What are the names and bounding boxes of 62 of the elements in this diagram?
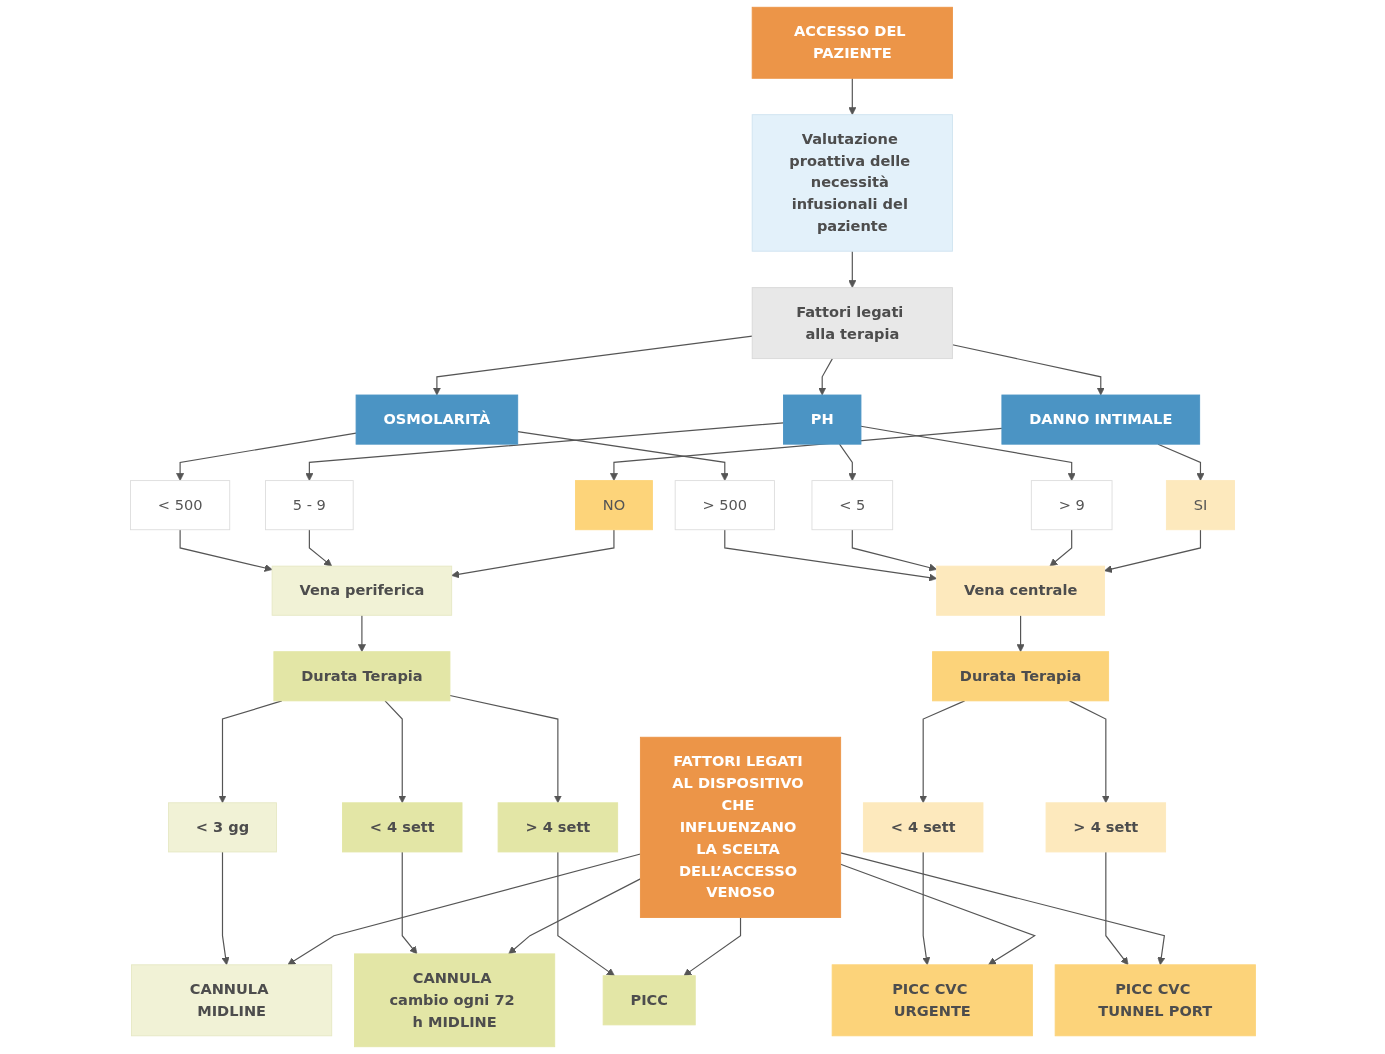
arrow — [179, 529, 273, 572]
node-box: Durata Terapia — [931, 651, 1109, 702]
arrow — [1104, 851, 1129, 966]
arrow — [847, 77, 856, 116]
node-box: < 3 gg — [167, 802, 277, 853]
arrow — [432, 335, 753, 396]
arrow — [304, 422, 784, 481]
node-box: 5 - 9 — [264, 480, 354, 531]
node-box: Fattori legati alla terapia — [751, 287, 953, 360]
arrow — [839, 852, 1165, 966]
node-box: SI — [1165, 480, 1235, 531]
arrow — [817, 358, 833, 396]
arrow — [1049, 529, 1072, 567]
node-box: < 5 — [811, 480, 893, 531]
node-box: OSMOLARITÀ — [355, 394, 518, 445]
node-box: Vena periferica — [271, 565, 452, 616]
arrow — [851, 529, 937, 572]
arrow — [175, 432, 357, 481]
arrow — [218, 700, 282, 804]
node-box: Vena centrale — [935, 565, 1105, 616]
node-box: > 4 sett — [1045, 802, 1166, 853]
arrow — [683, 916, 741, 977]
arrow — [507, 878, 641, 955]
arrow — [1068, 700, 1110, 804]
node-box: > 9 — [1030, 480, 1113, 531]
arrow — [838, 443, 856, 481]
arrow — [450, 529, 615, 579]
node-box: CANNULA cambio ogni 72 h MIDLINE — [353, 953, 555, 1048]
arrow — [357, 614, 366, 653]
node-box: DANNO INTIMALE — [1001, 394, 1200, 445]
node-box: < 500 — [129, 480, 230, 531]
node-box: PH — [782, 394, 861, 445]
arrow — [556, 851, 615, 977]
arrow — [921, 851, 930, 966]
node-box: > 500 — [674, 480, 775, 531]
arrow — [401, 851, 417, 955]
node-box: < 4 sett — [862, 802, 983, 853]
arrow — [951, 344, 1105, 396]
arrow — [1016, 614, 1025, 653]
node-box: CANNULA MIDLINE — [130, 964, 332, 1037]
arrow — [516, 431, 729, 481]
arrow — [839, 863, 1036, 966]
arrow — [287, 853, 641, 966]
arrow — [1103, 529, 1201, 573]
node-box: > 4 sett — [497, 802, 618, 853]
node-box: Durata Terapia — [272, 651, 450, 702]
arrow — [847, 250, 856, 288]
node-box: ACCESSO DEL PAZIENTE — [751, 6, 953, 79]
arrow — [384, 700, 406, 804]
node-box: FATTORI LEGATI AL DISPOSITIVO CHE INFLUENZANO LA SCELTA DELL’ACCESSO VENOSO — [639, 736, 841, 918]
arrow — [859, 425, 1076, 481]
node-box: NO — [574, 480, 653, 531]
node-box: PICC CVC URGENTE — [831, 964, 1033, 1037]
arrow — [221, 851, 230, 966]
arrow — [723, 529, 937, 582]
arrow — [918, 700, 965, 804]
node-box: PICC — [602, 975, 696, 1026]
arrow — [308, 529, 332, 567]
arrow — [448, 694, 562, 804]
node-box: < 4 sett — [341, 802, 463, 853]
node-box: PICC CVC TUNNEL PORT — [1054, 964, 1256, 1037]
node-box: Valutazione proattiva delle necessità infusionali del paziente — [751, 114, 953, 252]
